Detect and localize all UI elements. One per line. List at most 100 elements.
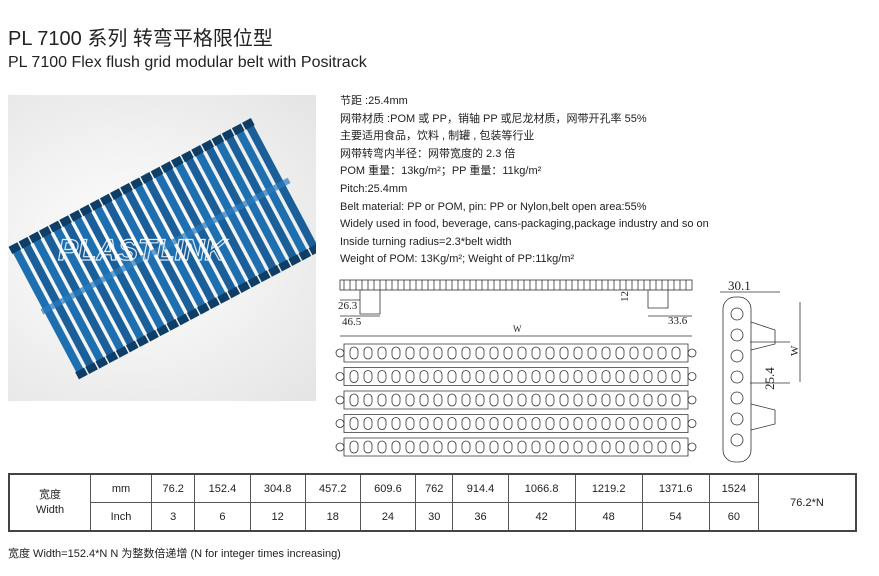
grid-opening	[573, 417, 583, 430]
formula-cell: 76.2*N	[758, 473, 857, 532]
grid-opening	[559, 370, 569, 383]
positrack-tab	[298, 248, 312, 261]
grid-opening	[657, 346, 667, 360]
grid-opening	[349, 370, 359, 383]
grid-opening	[531, 417, 541, 430]
hinge-eye	[335, 372, 345, 381]
positrack-tab-right	[647, 290, 669, 309]
grid-opening	[587, 440, 597, 454]
positrack-tab-left	[359, 290, 381, 315]
grid-opening	[489, 393, 499, 407]
module-row	[343, 390, 689, 410]
grid-opening	[461, 370, 471, 383]
grid-opening	[503, 346, 513, 360]
mm-cell: 762	[415, 473, 454, 503]
grid-opening	[405, 440, 415, 454]
positrack-tab	[217, 292, 230, 304]
mm-cell: 914.4	[452, 473, 509, 503]
grid-opening	[531, 440, 541, 454]
positrack-tab	[257, 270, 271, 283]
hinge-eye	[687, 395, 697, 405]
grid-opening	[377, 346, 387, 360]
grid-opening	[559, 393, 569, 407]
positrack-tab	[278, 259, 291, 272]
grid-opening	[377, 393, 387, 407]
spec-weight-cn: POM 重量：13kg/m²；PP 重量：11kg/m²	[340, 165, 542, 178]
dim-26-3: 26.3	[338, 300, 358, 312]
width-label-cn: 宽度	[39, 488, 61, 501]
positrack-tab	[99, 193, 113, 206]
unit-mm: mm	[90, 473, 152, 503]
pin-hole	[730, 349, 744, 363]
grid-opening	[545, 440, 555, 454]
side-dim-30-1: 30.1	[728, 278, 751, 293]
grid-opening	[587, 417, 597, 430]
hinge-eye	[335, 395, 345, 405]
grid-opening	[573, 370, 583, 383]
side-dim-25-4: 25.4	[762, 367, 777, 390]
grid-opening	[461, 440, 471, 454]
hinge-eye	[335, 442, 345, 452]
mm-cell: 457.2	[304, 473, 361, 503]
plan-view	[335, 335, 697, 457]
technical-drawing: 26.3 46.5 12 33.6 W 30.1 25.4 W	[335, 278, 801, 463]
grid-opening	[517, 417, 527, 430]
grid-opening	[517, 370, 527, 383]
grid-opening	[629, 346, 639, 360]
positrack-tab	[160, 161, 174, 174]
pin-hole	[730, 433, 744, 447]
grid-opening	[601, 440, 611, 454]
hinge-eye	[687, 419, 697, 428]
grid-opening	[573, 393, 583, 407]
grid-opening	[643, 370, 653, 383]
grid-opening	[531, 370, 541, 383]
spec-pitch-cn: 节距 :25.4mm	[340, 95, 408, 107]
grid-opening	[531, 393, 541, 407]
grid-opening	[629, 417, 639, 430]
side-dim-w: W	[789, 345, 801, 356]
grid-opening	[405, 417, 415, 430]
positrack-tab	[231, 123, 245, 136]
grid-opening	[559, 440, 569, 454]
inch-cell: 36	[452, 502, 509, 532]
dim-46-5: 46.5	[342, 316, 362, 328]
positrack-tab	[191, 145, 204, 157]
positrack-tab	[156, 324, 170, 337]
pin-hole	[730, 391, 744, 405]
grid-opening	[391, 393, 401, 407]
positrack-tab	[79, 204, 93, 217]
grid-opening	[461, 393, 471, 407]
grid-opening	[447, 393, 457, 407]
positrack-tab	[150, 166, 164, 179]
hinge-eye	[687, 442, 697, 452]
inch-cell: 12	[249, 502, 306, 532]
mm-cell: 76.2	[150, 473, 196, 503]
inch-cell: 3	[150, 502, 196, 532]
grid-opening	[363, 393, 373, 407]
grid-opening	[643, 346, 653, 360]
edge-view	[339, 279, 693, 317]
spec-usage-cn: 主要适用食品，饮料 , 制罐 , 包装等行业	[340, 130, 535, 143]
grid-opening	[615, 393, 625, 407]
positrack-tab	[85, 362, 98, 374]
positrack-tab	[8, 242, 22, 254]
grid-opening	[349, 393, 359, 407]
grid-opening	[447, 346, 457, 360]
grid-opening	[419, 346, 429, 360]
grid-opening	[671, 417, 681, 430]
hinge-eye	[687, 372, 697, 381]
grid-opening	[657, 440, 667, 454]
grid-opening	[489, 346, 499, 360]
mm-cell: 1219.2	[574, 473, 643, 503]
width-label: 宽度 Width	[8, 473, 91, 532]
grid-opening	[615, 346, 625, 360]
grid-opening	[461, 417, 471, 430]
grid-opening	[503, 393, 513, 407]
positrack-tab	[115, 346, 129, 358]
positrack-tab	[89, 199, 103, 211]
grid-opening	[657, 417, 667, 430]
positrack-tab	[49, 220, 62, 233]
width-label-en: Width	[35, 503, 65, 516]
edge-outline	[339, 279, 693, 291]
